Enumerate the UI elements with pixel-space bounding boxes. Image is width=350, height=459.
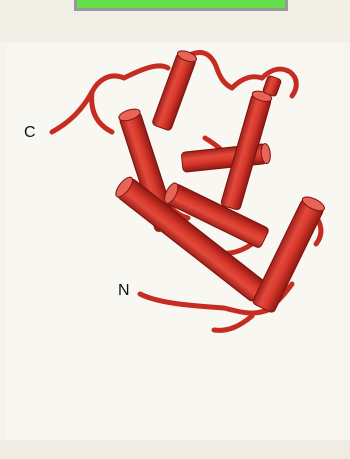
helix-knot [262, 75, 281, 97]
c-terminus-label: C [24, 124, 36, 142]
helix-2 [152, 49, 198, 131]
n-terminus-label: N [118, 282, 130, 300]
helix-7 [252, 194, 327, 313]
bottom-edge [0, 440, 350, 459]
